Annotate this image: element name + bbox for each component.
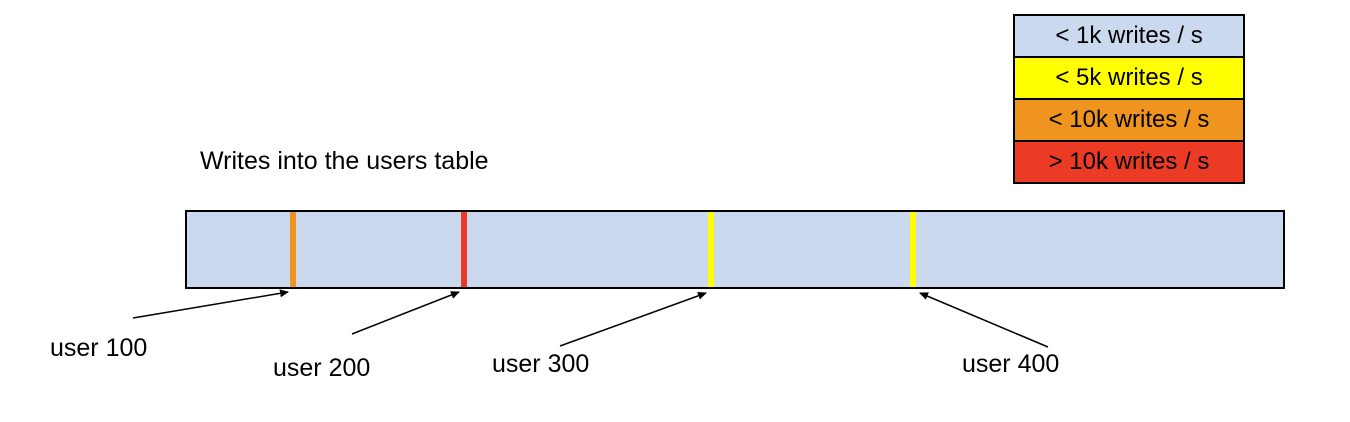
legend-item-lt-10k: < 10k writes / s bbox=[1013, 98, 1245, 142]
diagram-title: Writes into the users table bbox=[200, 147, 489, 175]
label-user-300: user 300 bbox=[492, 350, 590, 378]
legend-item-lt-1k: < 1k writes / s bbox=[1013, 14, 1245, 58]
legend-item-gt-10k: > 10k writes / s bbox=[1013, 140, 1245, 184]
arrow-user-300 bbox=[559, 291, 707, 347]
write-hotspot-user-200 bbox=[461, 212, 467, 287]
legend-item-label: < 5k writes / s bbox=[1055, 64, 1203, 91]
label-user-200: user 200 bbox=[273, 354, 371, 382]
arrow-user-100 bbox=[132, 289, 289, 319]
legend-item-label: < 1k writes / s bbox=[1055, 22, 1203, 49]
arrow-user-400 bbox=[919, 292, 1049, 348]
write-hotspot-user-400 bbox=[910, 212, 916, 287]
write-hotspot-user-100 bbox=[290, 212, 296, 287]
write-hotspot-user-300 bbox=[708, 212, 714, 287]
legend-item-label: < 10k writes / s bbox=[1048, 106, 1210, 133]
label-user-400: user 400 bbox=[962, 350, 1060, 378]
label-user-100: user 100 bbox=[50, 334, 148, 362]
users-table-bar bbox=[185, 210, 1285, 289]
arrow-user-200 bbox=[351, 291, 460, 335]
legend: < 1k writes / s < 5k writes / s < 10k wr… bbox=[1013, 14, 1245, 184]
legend-item-lt-5k: < 5k writes / s bbox=[1013, 56, 1245, 100]
legend-item-label: > 10k writes / s bbox=[1048, 148, 1210, 175]
